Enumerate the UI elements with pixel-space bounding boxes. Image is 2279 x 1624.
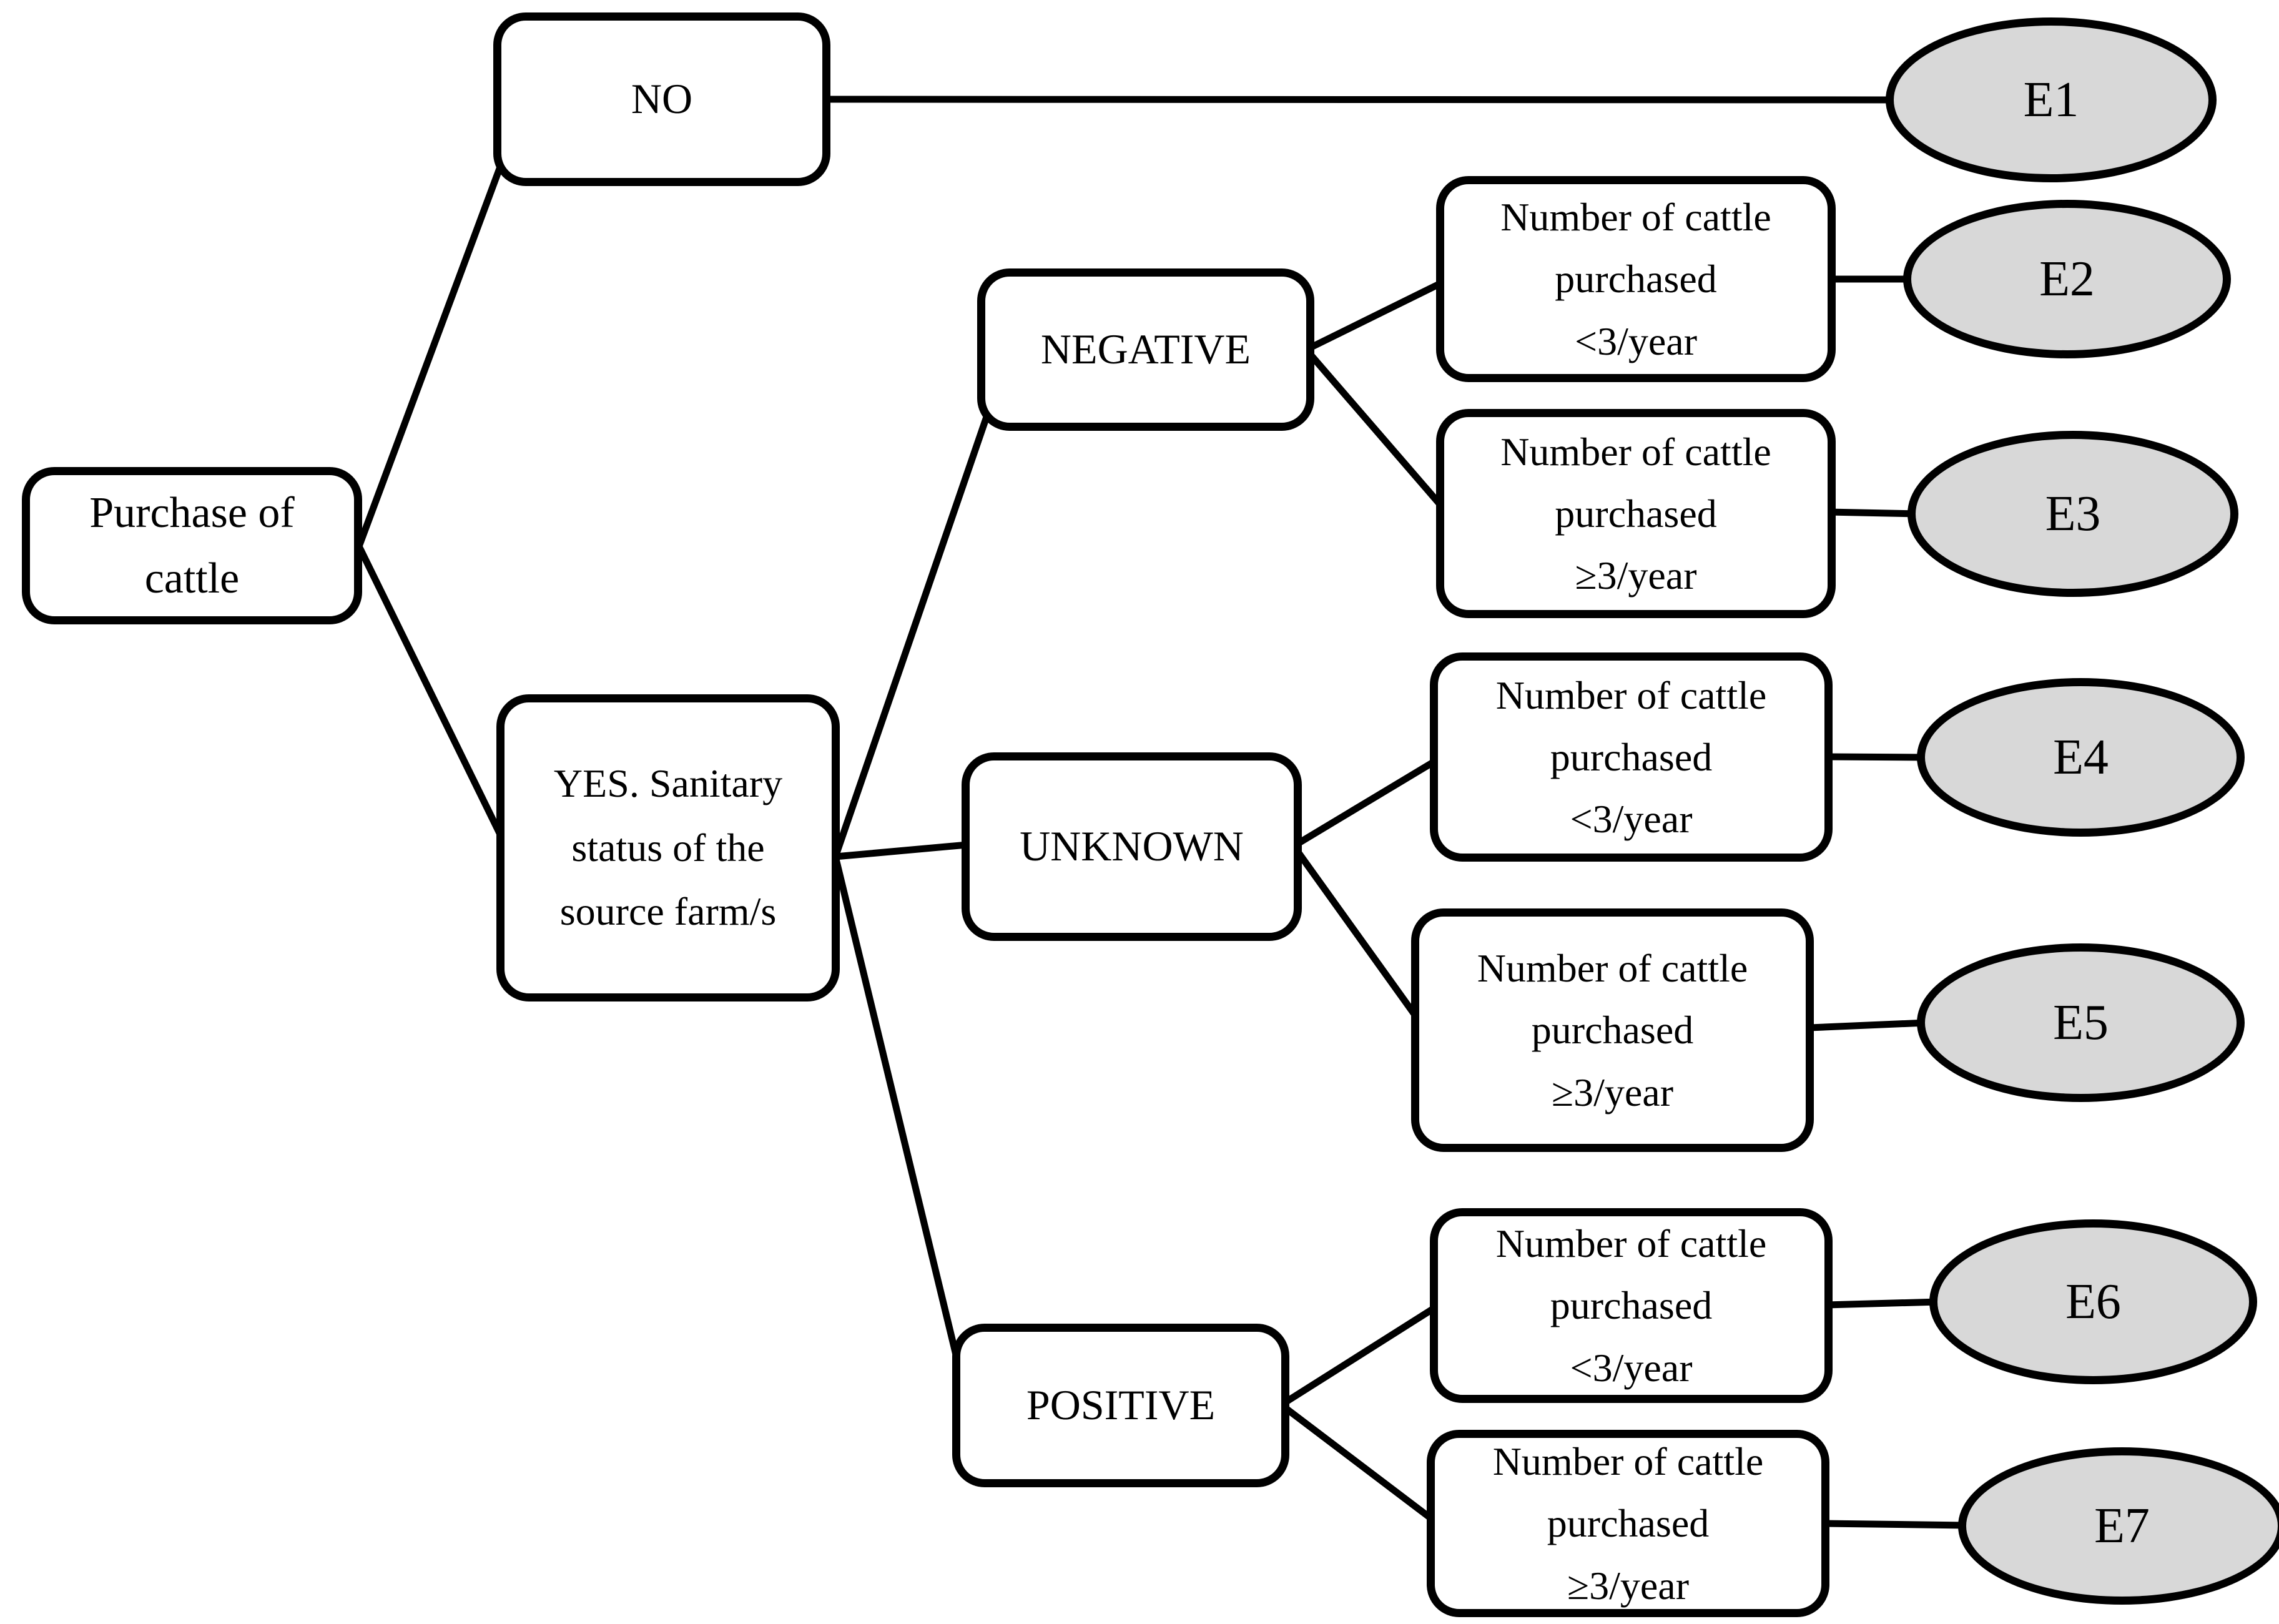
- edge-negative-ge3: [1302, 346, 1449, 514]
- edge-unkge3-e5: [1806, 1019, 1930, 1031]
- edge-root-yes: [355, 543, 513, 856]
- node-positive-purchased-ge3-label: Number of cattle purchased ≥3/year: [1492, 1439, 1764, 1608]
- node-negative: NEGATIVE: [977, 268, 1314, 431]
- terminal-e6: E6: [1929, 1219, 2257, 1384]
- terminal-e6-label: E6: [2065, 1274, 2121, 1329]
- edge-negative-lt3: [1302, 277, 1449, 353]
- node-positive-purchased-lt3-label: Number of cattle purchased <3/year: [1495, 1221, 1767, 1390]
- node-positive-purchased-ge3: Number of cattle purchased ≥3/year: [1427, 1430, 1829, 1617]
- node-purchase-of-cattle-label: Purchase of cattle: [89, 489, 295, 603]
- node-no-label: NO: [631, 75, 693, 123]
- edge-positive-lt3: [1277, 1301, 1443, 1409]
- node-unknown-purchased-lt3: Number of cattle purchased <3/year: [1430, 652, 1833, 862]
- terminal-e3-label: E3: [2045, 486, 2101, 541]
- node-negative-purchased-lt3: Number of cattle purchased <3/year: [1436, 176, 1836, 382]
- node-purchase-of-cattle: Purchase of cattle: [22, 467, 362, 624]
- node-unknown-purchased-ge3-label: Number of cattle purchased ≥3/year: [1477, 946, 1748, 1115]
- node-unknown-label: UNKNOWN: [1020, 822, 1244, 870]
- terminal-e4: E4: [1917, 678, 2245, 837]
- edge-no-e1: [820, 96, 1902, 104]
- terminal-e1-label: E1: [2023, 72, 2079, 127]
- edge-yes-negative: [832, 410, 992, 860]
- node-yes-label: YES. Sanitary status of the source farm/…: [553, 761, 783, 934]
- terminal-e5-label: E5: [2053, 995, 2109, 1050]
- node-unknown-purchased-ge3: Number of cattle purchased ≥3/year: [1411, 908, 1814, 1152]
- terminal-e2-label: E2: [2039, 252, 2095, 307]
- terminal-e5: E5: [1917, 943, 2245, 1102]
- node-negative-purchased-ge3-label: Number of cattle purchased ≥3/year: [1500, 429, 1771, 598]
- node-negative-purchased-ge3: Number of cattle purchased ≥3/year: [1436, 409, 1836, 618]
- node-positive: POSITIVE: [952, 1324, 1289, 1487]
- node-unknown-purchased-lt3-label: Number of cattle purchased <3/year: [1495, 672, 1767, 842]
- node-positive-label: POSITIVE: [1026, 1381, 1216, 1429]
- terminal-e2: E2: [1903, 200, 2231, 358]
- node-no: NO: [493, 12, 830, 186]
- terminal-e7-label: E7: [2094, 1499, 2150, 1553]
- node-unknown: UNKNOWN: [962, 752, 1302, 941]
- node-positive-purchased-lt3: Number of cattle purchased <3/year: [1430, 1208, 1833, 1403]
- edge-yes-positive: [832, 853, 970, 1402]
- terminal-e4-label: E4: [2053, 730, 2109, 785]
- terminal-e7: E7: [1958, 1447, 2279, 1605]
- edge-root-no: [355, 165, 503, 550]
- node-yes-sanitary-status: YES. Sanitary status of the source farm/…: [496, 694, 840, 1001]
- edge-yes-unknown: [832, 840, 978, 860]
- edge-poslt3-e6: [1823, 1298, 1942, 1309]
- terminal-e1: E1: [1886, 17, 2217, 182]
- node-negative-label: NEGATIVE: [1040, 325, 1251, 373]
- edge-unknown-ge3: [1290, 842, 1427, 1031]
- edge-unknown-lt3: [1290, 755, 1443, 850]
- node-negative-purchased-lt3-label: Number of cattle purchased <3/year: [1500, 195, 1771, 363]
- edge-positive-ge3: [1277, 1401, 1440, 1526]
- edge-negge3-e3: [1824, 508, 1924, 518]
- terminal-e3: E3: [1907, 431, 2238, 597]
- edge-posge3-e7: [1819, 1520, 1971, 1529]
